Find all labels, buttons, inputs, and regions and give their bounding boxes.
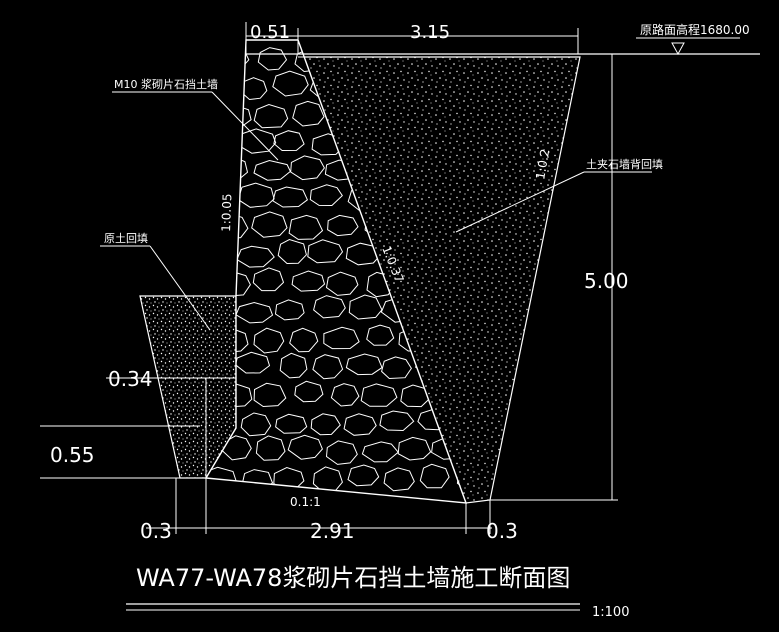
rubble-stone bbox=[323, 326, 360, 350]
dim-top-left: 0.51 bbox=[250, 22, 290, 43]
rubble-stone bbox=[206, 127, 238, 150]
rubble-stone bbox=[347, 464, 380, 487]
rubble-stone bbox=[383, 467, 415, 492]
dim-bottom-width: 2.91 bbox=[310, 519, 355, 543]
wall-material-label: M10 浆砌片石挡土墙 bbox=[114, 77, 218, 91]
rubble-stone bbox=[279, 352, 308, 379]
rubble-stone bbox=[235, 301, 274, 324]
rubble-stone bbox=[307, 239, 344, 264]
rubble-stone bbox=[234, 351, 271, 374]
rubble-stone bbox=[236, 245, 275, 268]
soil-backfill-label: 原土回填 bbox=[104, 231, 148, 245]
gravel-backfill-label: 土夹石墙背回填 bbox=[586, 157, 663, 171]
rubble-stone bbox=[252, 267, 285, 292]
rubble-stone bbox=[327, 214, 359, 237]
rubble-stone bbox=[325, 440, 358, 465]
rubble-stone bbox=[257, 47, 288, 71]
rubble-stone bbox=[343, 413, 377, 436]
rubble-stone bbox=[253, 382, 287, 408]
dim-left-055: 0.55 bbox=[50, 443, 95, 467]
rubble-stone bbox=[419, 463, 450, 489]
rubble-stone bbox=[291, 270, 326, 292]
rubble-stone bbox=[253, 159, 292, 181]
rubble-stone bbox=[253, 327, 285, 354]
dim-bottom-right: 0.3 bbox=[486, 519, 518, 543]
rubble-stone bbox=[292, 100, 325, 127]
rubble-stone bbox=[255, 435, 286, 461]
road-elevation-label: 原路面高程1680.00 bbox=[640, 22, 750, 37]
rubble-stone bbox=[360, 383, 398, 407]
rubble-stone bbox=[313, 295, 346, 319]
rubble-stone bbox=[253, 103, 289, 129]
rubble-stone bbox=[345, 353, 383, 376]
rubble-stone bbox=[289, 327, 319, 353]
rubble-stone bbox=[288, 214, 324, 240]
rubble-stone bbox=[206, 243, 238, 268]
dim-top-width: 3.15 bbox=[410, 22, 450, 43]
rubble-stone bbox=[290, 155, 325, 181]
dim-left-034: 0.34 bbox=[108, 367, 153, 391]
rubble-stone bbox=[381, 356, 412, 380]
rubble-stone bbox=[397, 436, 432, 461]
rubble-stone bbox=[274, 299, 305, 321]
rubble-stone bbox=[275, 413, 308, 434]
drawing-title: WA77-WA78浆砌片石挡土墙施工断面图 bbox=[136, 564, 570, 592]
rubble-stone bbox=[310, 413, 341, 436]
slope-fill-label: 1:0.2 bbox=[533, 148, 552, 181]
rubble-stone bbox=[251, 211, 288, 238]
rubble-stone bbox=[277, 238, 307, 265]
rubble-stone bbox=[309, 184, 343, 207]
slope-base-label: 0.1:1 bbox=[290, 495, 321, 509]
dim-bottom-left: 0.3 bbox=[140, 519, 172, 543]
elevation-marker-icon bbox=[671, 42, 685, 56]
rubble-stone bbox=[294, 380, 324, 403]
dim-height: 5.00 bbox=[584, 269, 629, 293]
rubble-stone bbox=[366, 324, 395, 346]
rubble-stone bbox=[312, 354, 344, 380]
slope-front-label: 1:0.05 bbox=[219, 193, 234, 232]
rubble-stone bbox=[272, 186, 309, 208]
rubble-stone bbox=[400, 384, 431, 408]
rubble-stone bbox=[237, 182, 275, 208]
rubble-stone bbox=[361, 441, 399, 463]
rubble-stone bbox=[348, 294, 383, 320]
drawing-scale: 1:100 bbox=[592, 605, 629, 620]
rubble-stone bbox=[287, 434, 323, 460]
rubble-stone bbox=[379, 410, 415, 432]
rubble-stone bbox=[330, 383, 360, 407]
rubble-stone bbox=[325, 271, 359, 296]
rubble-stone bbox=[240, 412, 272, 437]
rubble-stone bbox=[272, 70, 309, 97]
rubble-stone bbox=[273, 130, 305, 152]
